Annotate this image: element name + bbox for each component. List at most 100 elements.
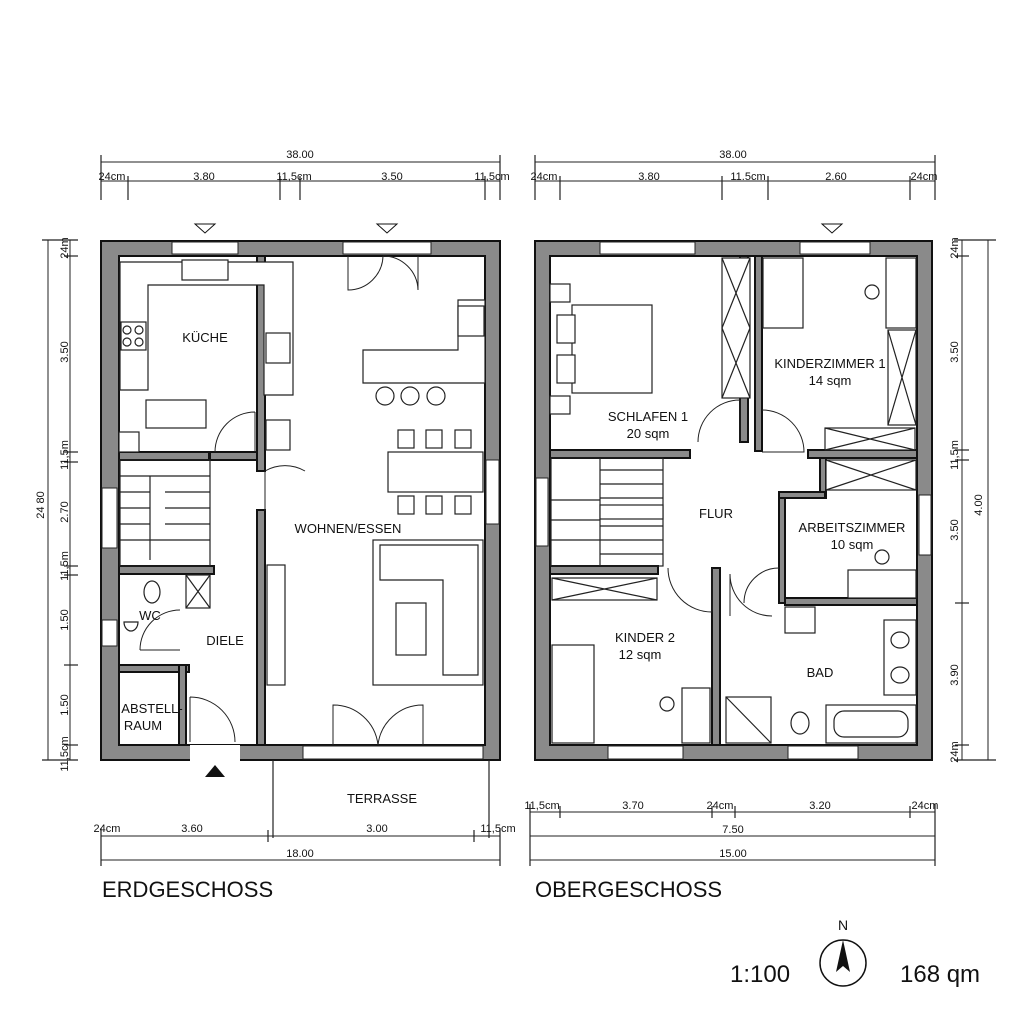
room-label-office: ARBEITSZIMMER [799, 520, 906, 535]
upper-window [918, 494, 932, 556]
upper-window [787, 745, 859, 760]
upper-wall [784, 597, 918, 606]
bed-pillow [556, 354, 576, 384]
north-arrow-icon [819, 939, 867, 987]
room-label-living: WOHNEN/ESSEN [295, 521, 402, 536]
section-marker-icon [375, 223, 399, 234]
kitchen-unit [145, 399, 207, 429]
hob-ring [122, 337, 132, 347]
dim-upper-right-d: 3.50 [949, 519, 961, 540]
bath-toilet [790, 711, 810, 735]
room-label-kids1: KINDERZIMMER 1 [774, 356, 885, 371]
dim-ground-left-total: 24 80 [35, 491, 47, 519]
sofa [379, 544, 479, 676]
hob-ring [134, 337, 144, 347]
dim-upper-right-e: 3.90 [949, 664, 961, 685]
ground-window [342, 241, 432, 255]
ground-door [214, 411, 256, 453]
dim-ground-left-a: 24m [59, 237, 71, 258]
upper-floor-plan [534, 240, 933, 761]
upper-window [607, 745, 684, 760]
dining-chair [454, 429, 472, 449]
upper-wall [807, 449, 918, 459]
dim-upper-top-b: 3.80 [638, 171, 659, 183]
kitchen-counter [119, 261, 294, 396]
room-area-kids2: 12 sqm [619, 647, 662, 662]
kids-bed [762, 257, 804, 329]
room-area-bedroom: 20 sqm [627, 426, 670, 441]
dim-upper-bottom-sub: 7.50 [722, 824, 743, 836]
bar-stool [375, 386, 395, 406]
tv-unit [266, 564, 286, 686]
bath-basin [890, 631, 910, 649]
total-area-label: 168 qm [900, 961, 980, 988]
upper-door [729, 573, 773, 617]
entrance-marker-icon [205, 765, 225, 777]
nightstand [549, 395, 571, 415]
room-label-terrace: TERRASSE [347, 791, 417, 806]
desk-chair [864, 284, 880, 300]
desk-chair [874, 549, 890, 565]
dim-upper-top-e: 24cm [911, 171, 938, 183]
dim-ground-left-b: 3.50 [59, 341, 71, 362]
dimension-lines [42, 155, 996, 866]
dim-ground-bottom-b: 3.60 [181, 823, 202, 835]
upper-window [535, 477, 549, 547]
dim-upper-right-c: 11,5m [949, 440, 961, 470]
ground-window [485, 459, 500, 525]
ground-door [264, 465, 306, 511]
ground-window [171, 241, 239, 255]
dim-ground-left-e: 11,5m [59, 551, 71, 581]
upper-wall [549, 449, 691, 459]
ground-window [101, 487, 118, 549]
ground-outer-wall [100, 240, 501, 761]
ground-entry-opening [190, 745, 240, 761]
kids-desk [885, 257, 917, 329]
hob-ring [134, 325, 144, 335]
room-label-bath: BAD [807, 665, 834, 680]
room-label-bedroom: SCHLAFEN 1 [608, 409, 688, 424]
desk-chair [659, 696, 675, 712]
bar-stool [400, 386, 420, 406]
dim-upper-bottom-a: 11,5cm [524, 800, 559, 812]
dim-ground-left-d: 2.70 [59, 501, 71, 522]
wc-toilet [143, 580, 161, 604]
bath-vanity [883, 619, 917, 696]
kitchen-sink [181, 259, 229, 281]
dining-chair [397, 495, 415, 515]
section-marker-icon [193, 223, 217, 234]
ground-wall [118, 451, 210, 461]
living-hob [457, 305, 485, 337]
bath-cabinet [784, 606, 816, 634]
north-label: N [838, 917, 848, 933]
dim-ground-top-b: 3.80 [193, 171, 214, 183]
dim-upper-top-total: 38.00 [719, 149, 747, 161]
dim-ground-left-g: 1.50 [59, 694, 71, 715]
upper-door [743, 567, 780, 604]
dim-ground-bottom-total: 18.00 [286, 848, 314, 860]
upper-window [799, 241, 871, 255]
kids2-bed [551, 644, 595, 744]
ground-door [347, 255, 419, 291]
dim-ground-bottom-d: 11,5cm [480, 823, 515, 835]
ground-staircase [119, 459, 211, 567]
ground-wall [178, 664, 187, 746]
hob-ring [122, 325, 132, 335]
upper-wall [549, 565, 659, 575]
room-area-kids1: 14 sqm [809, 373, 852, 388]
room-label-wc: WC [139, 608, 161, 623]
floor-title-upper: OBERGESCHOSS [535, 877, 722, 902]
ground-door [332, 704, 424, 746]
ground-window [101, 619, 118, 647]
ground-wall [118, 565, 215, 575]
ground-wall [256, 509, 266, 746]
kitchen-appliance [265, 332, 291, 364]
bed-pillow [556, 314, 576, 344]
room-label-storage-2: RAUM [124, 718, 162, 733]
dim-ground-top-e: 11,5cm [474, 171, 509, 183]
dim-ground-top-d: 3.50 [381, 171, 402, 183]
dim-upper-bottom-d: 3.20 [809, 800, 830, 812]
upper-wall [754, 255, 763, 452]
dim-upper-top-a: 24cm [531, 171, 558, 183]
dim-ground-bottom-a: 24cm [94, 823, 121, 835]
